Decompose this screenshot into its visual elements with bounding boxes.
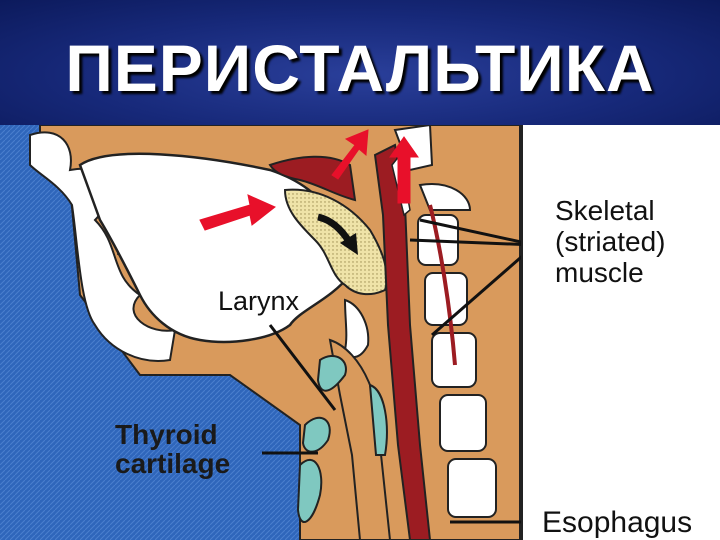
label-skeletal-muscle: Skeletal (striated) muscle: [555, 195, 665, 288]
label-thyroid-cartilage: Thyroid cartilage: [115, 420, 230, 478]
red-arrow-palate: [331, 129, 369, 180]
red-arrow-pharynx: [389, 136, 419, 204]
label-skeletal-line3: muscle: [555, 257, 644, 288]
soft-palate-muscle: [268, 155, 357, 202]
outer-blue-region: [0, 125, 300, 540]
thyroid-cartilage: [296, 355, 388, 523]
title-bar: ПЕРИСТАЛЬТИКА: [0, 0, 720, 125]
bolus: [283, 188, 388, 296]
throat-diagram: [0, 125, 720, 540]
label-esophagus: Esophagus: [542, 506, 693, 539]
oral-cavity: [78, 152, 352, 344]
red-arrow-oral: [199, 194, 276, 231]
right-margin: [707, 125, 720, 540]
label-thyroid-line2: cartilage: [115, 448, 231, 479]
larynx-airway: [328, 338, 392, 540]
label-skeletal-line1: Skeletal: [555, 195, 655, 226]
label-thyroid-line1: Thyroid: [115, 419, 218, 450]
leader-lines: [262, 218, 536, 524]
slide-title: ПЕРИСТАЛЬТИКА: [65, 31, 655, 105]
label-larynx: Larynx: [218, 286, 300, 316]
label-skeletal-line2: (striated): [555, 226, 666, 257]
red-arrows: [199, 129, 419, 231]
epiglottis: [343, 298, 370, 358]
